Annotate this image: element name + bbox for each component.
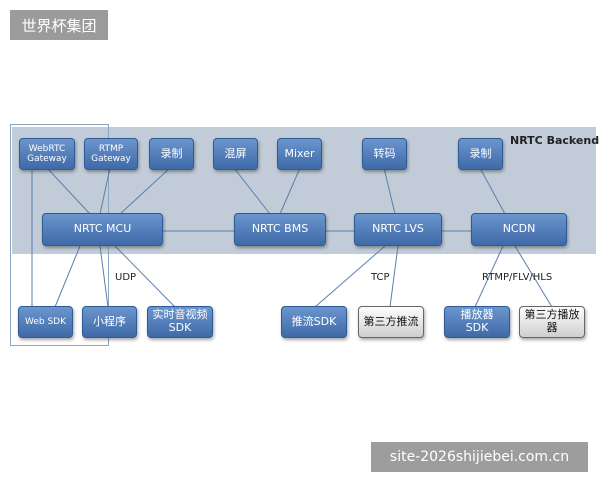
ncdn-node: NCDN bbox=[471, 213, 567, 246]
link-ncdn-playersdk bbox=[474, 245, 504, 308]
tcp-label: TCP bbox=[371, 272, 390, 283]
web-sdk-node: Web SDK bbox=[18, 306, 73, 338]
player-sdk-node: 播放器SDK bbox=[444, 306, 510, 338]
udp-label: UDP bbox=[115, 272, 137, 283]
mini-program-node: 小程序 bbox=[82, 306, 137, 338]
link-mixscreen-bms bbox=[233, 167, 271, 215]
rtmp-gateway-node: RTMP Gateway bbox=[84, 138, 138, 170]
mixer-node: Mixer bbox=[277, 138, 322, 170]
link-lvs-thirdpush bbox=[389, 245, 399, 308]
backend-label: NRTC Backend bbox=[510, 134, 600, 147]
link-mcu-miniprogram bbox=[99, 245, 109, 308]
link-transcode-lvs bbox=[383, 167, 396, 215]
link-record-ncdn bbox=[479, 167, 506, 215]
transcode-node: 转码 bbox=[362, 138, 407, 170]
link-mcu-avsdk bbox=[114, 245, 176, 308]
link-mcu-websdk bbox=[54, 245, 81, 308]
third-party-player-node: 第三方播放器 bbox=[519, 306, 585, 338]
third-party-push-node: 第三方推流 bbox=[358, 306, 424, 338]
site-watermark: site-2026shijiebei.com.cn bbox=[371, 442, 588, 472]
record-node-right: 录制 bbox=[458, 138, 503, 170]
mix-screen-node: 混屏 bbox=[213, 138, 258, 170]
link-rtmp-mcu bbox=[99, 167, 111, 215]
brand-badge: 世界杯集团 bbox=[10, 10, 108, 40]
link-ncdn-thirdplayer bbox=[514, 245, 553, 308]
link-lvs-pushsdk bbox=[314, 245, 386, 308]
nrtc-bms-node: NRTC BMS bbox=[234, 213, 326, 246]
link-mixer-bms bbox=[279, 167, 301, 215]
record-node-left: 录制 bbox=[149, 138, 194, 170]
link-webrtc-mcu bbox=[46, 167, 91, 215]
nrtc-mcu-node: NRTC MCU bbox=[42, 213, 163, 246]
link-record-mcu bbox=[119, 167, 171, 215]
av-sdk-node: 实时音视频SDK bbox=[147, 306, 213, 338]
push-sdk-node: 推流SDK bbox=[281, 306, 347, 338]
rtmp-flv-hls-label: RTMP/FLV/HLS bbox=[482, 272, 553, 283]
webrtc-gateway-node: WebRTC Gateway bbox=[19, 138, 75, 170]
nrtc-lvs-node: NRTC LVS bbox=[354, 213, 442, 246]
